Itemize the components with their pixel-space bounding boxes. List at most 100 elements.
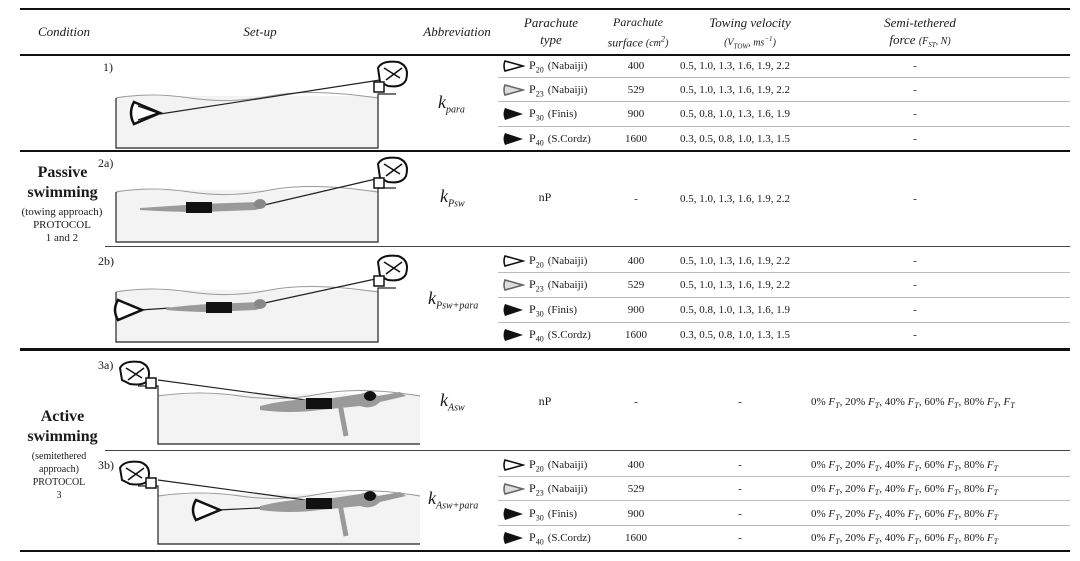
force-term: 60% FT xyxy=(924,459,959,474)
ptype-label: P xyxy=(529,58,536,72)
abbr-k-para: kpara xyxy=(438,92,465,116)
ptype-sub: 23 xyxy=(535,284,544,294)
velocity-cell: - xyxy=(738,483,742,495)
force-term: 60% FT xyxy=(924,508,959,523)
ptype-brand: (Nabaiji) xyxy=(547,459,588,472)
velocity-cell: 0.5, 1.0, 1.3, 1.6, 1.9, 2.2 xyxy=(680,279,790,291)
ptype-sub: 40 xyxy=(535,537,544,547)
top-rule xyxy=(20,8,1070,10)
parachute-small-icon xyxy=(503,508,523,521)
abbr-k: k xyxy=(438,92,446,112)
surface-cell: 1600 xyxy=(625,133,647,145)
force-cell: - xyxy=(913,60,917,72)
swimmer-icon xyxy=(260,391,406,437)
ptype-p23: P23 (Nabaiji) xyxy=(503,481,587,497)
active-sub-1: (semitethered xyxy=(31,451,87,462)
parachute-small-icon xyxy=(503,255,525,268)
ptype-p30: P30 (Finis) xyxy=(503,506,577,522)
ptype-label: P xyxy=(529,530,536,544)
ptype-brand: (Nabaiji) xyxy=(547,483,588,496)
ptype-sub: 20 xyxy=(535,260,544,270)
parachute-small-icon xyxy=(503,133,523,146)
row-line xyxy=(498,476,1070,477)
ptype-p23: P23 (Nabaiji) xyxy=(503,277,587,293)
force-term: 0% FT xyxy=(811,459,840,474)
force-term: 0% FT xyxy=(811,396,840,411)
ptype-label: P xyxy=(529,481,536,495)
abbr-sub: Psw xyxy=(448,198,465,210)
step-2a: 2a) xyxy=(98,156,114,170)
passive-sub-1: (towing approach) xyxy=(21,206,103,218)
surface-cell: 400 xyxy=(627,459,645,471)
ptype-sub: 40 xyxy=(535,334,544,344)
force-cell: - xyxy=(913,329,917,341)
surface-cell: 1600 xyxy=(625,532,647,544)
step-2b: 2b) xyxy=(98,254,114,268)
force-term: 40% FT xyxy=(884,483,919,498)
force-term: 40% FT xyxy=(884,532,919,547)
ptype-sub: 20 xyxy=(535,65,544,75)
parachute-small-icon xyxy=(503,329,523,342)
row-line xyxy=(498,272,1070,273)
ptype-sub: 20 xyxy=(535,464,544,474)
passive-sub: (towing approach) PROTOCOL 1 and 2 xyxy=(12,206,112,245)
winch-icon xyxy=(118,360,157,389)
parachute-small-icon xyxy=(503,60,525,73)
winch-icon xyxy=(373,254,408,287)
force-cell-3a: 0% FT, 20% FT, 40% FT, 60% FT, 80% FT, F… xyxy=(811,396,1015,411)
force-term: 20% FT xyxy=(845,483,880,498)
force-term: 80% FT xyxy=(963,459,999,474)
passive-sub-2: PROTOCOL xyxy=(33,219,91,231)
force-cell: - xyxy=(913,84,917,96)
parachute-small-icon xyxy=(503,108,523,121)
force-term: 20% FT xyxy=(845,508,880,523)
abbr-sub: Psw+para xyxy=(436,300,479,312)
ptype-brand: (Finis) xyxy=(547,108,578,121)
surface-cell: 529 xyxy=(627,279,645,291)
force-term: 80% FT xyxy=(963,532,999,547)
swimmer-icon xyxy=(166,299,267,313)
row-line xyxy=(498,77,1070,78)
force-term: 80% FT xyxy=(963,483,999,498)
abbr-sub: Asw+para xyxy=(436,500,479,512)
header-towing-velocity: Towing velocity (VTOW, ms−1) xyxy=(680,14,820,55)
ptype-label: P xyxy=(529,82,536,96)
row-line xyxy=(498,322,1070,323)
velocity-cell: - xyxy=(738,532,742,544)
header-towing-velocity-l1: Towing velocity xyxy=(709,15,791,30)
abbr-sub: para xyxy=(446,104,465,116)
ptype-p23: P23 (Nabaiji) xyxy=(503,82,587,98)
header-condition: Condition xyxy=(37,24,90,39)
ptype-brand: (Nabaiji) xyxy=(547,60,588,73)
surface-cell: 529 xyxy=(627,84,645,96)
swimmer-icon xyxy=(260,491,406,537)
row-line xyxy=(498,126,1070,127)
parachute-small-icon xyxy=(503,483,525,496)
parachute-icon xyxy=(129,100,164,126)
surface-cell: - xyxy=(634,396,638,408)
passive-title: Passive swimming xyxy=(20,163,105,203)
surface-cell: 1600 xyxy=(625,329,647,341)
velocity-cell: 0.3, 0.5, 0.8, 1.0, 1.3, 1.5 xyxy=(680,133,790,145)
winch-icon xyxy=(118,460,157,489)
force-cell: - xyxy=(913,133,917,145)
ptype-brand: (S.Cordz) xyxy=(547,532,591,545)
active-sub-2: approach) xyxy=(39,464,79,475)
force-term: 20% FT xyxy=(845,396,880,411)
setup-parachute-towing xyxy=(115,60,408,149)
active-sub: (semitethered approach) PROTOCOL 3 xyxy=(14,450,104,502)
ptype-p30: P30 (Finis) xyxy=(503,302,577,318)
force-term: 60% FT xyxy=(924,396,959,411)
parachute-small-icon xyxy=(503,532,523,545)
setup-active-swimmer-parachute xyxy=(118,460,420,545)
velocity-cell: - xyxy=(738,396,742,408)
ptype-sub: 23 xyxy=(535,89,544,99)
force-cell: - xyxy=(913,193,917,205)
velocity-cell: 0.5, 1.0, 1.3, 1.6, 1.9, 2.2 xyxy=(680,84,790,96)
step-3b: 3b) xyxy=(98,458,114,472)
section-rule xyxy=(20,348,1070,351)
force-term: 40% FT xyxy=(884,396,919,411)
active-title-l1: Active xyxy=(40,408,85,425)
